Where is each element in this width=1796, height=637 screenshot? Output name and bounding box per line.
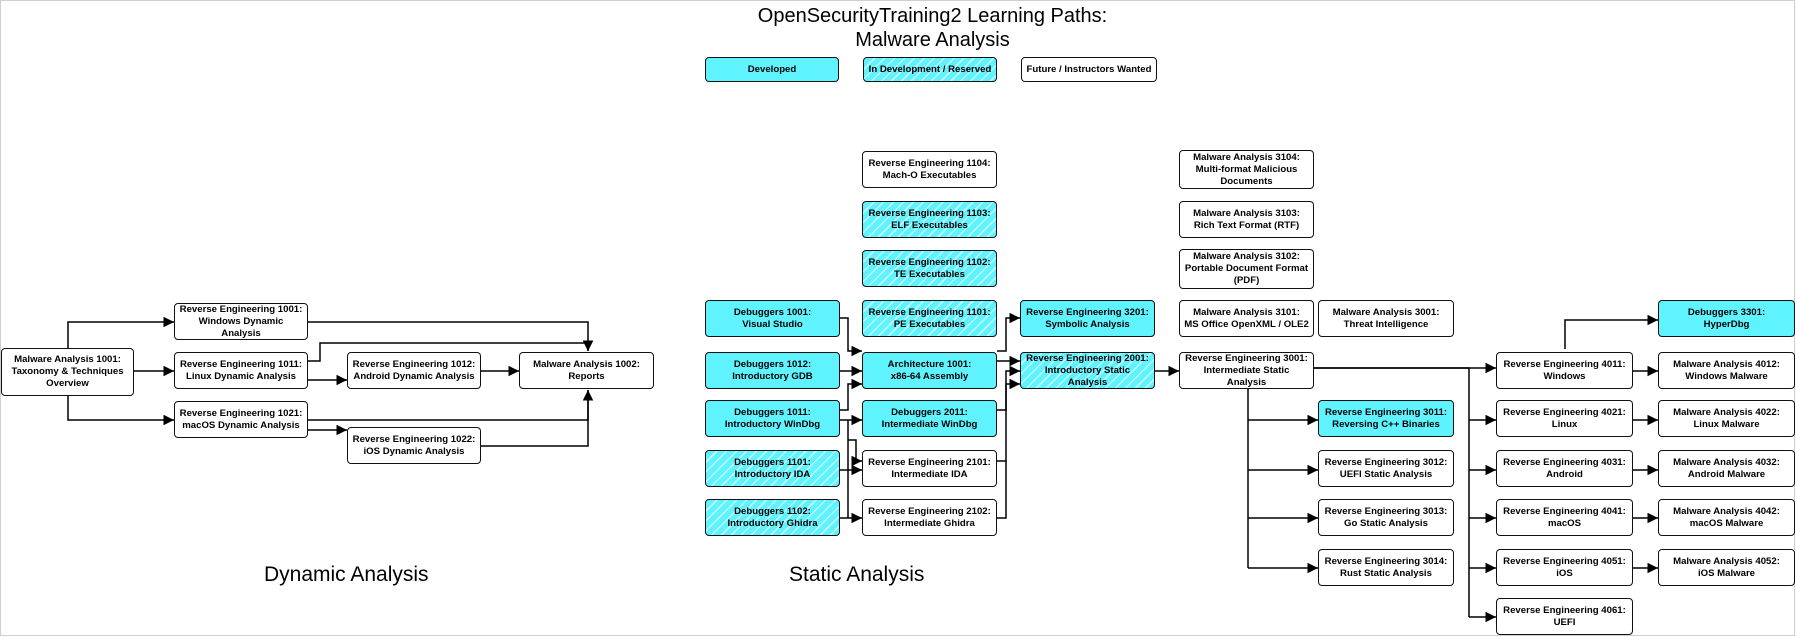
course-re2101[interactable]: Reverse Engineering 2101:Intermediate ID… [862,450,997,487]
legend-future: Future / Instructors Wanted [1021,57,1157,82]
connector-ma1001-re1021 [67,389,174,426]
connector-re2102-re2001 [997,461,1007,519]
course-ma4022[interactable]: Malware Analysis 4022:Linux Malware [1658,400,1795,437]
connector-arch1001-re3201 [997,312,1020,352]
course-re1103[interactable]: Reverse Engineering 1103:ELF Executables [862,201,997,238]
course-re2001[interactable]: Reverse Engineering 2001:Introductory St… [1020,352,1155,389]
course-dbg1101[interactable]: Debuggers 1101:Introductory IDA [705,450,840,487]
course-ma4012[interactable]: Malware Analysis 4012:Windows Malware [1658,352,1795,389]
course-re4031[interactable]: Reverse Engineering 4031:Android [1496,450,1633,487]
course-dbg1102[interactable]: Debuggers 1102:Introductory Ghidra [705,499,840,536]
connector-dbg1001-arch1001 [840,317,862,357]
course-dbg1011[interactable]: Debuggers 1011:Introductory WinDbg [705,400,840,437]
course-re4041[interactable]: Reverse Engineering 4041:macOS [1496,499,1633,536]
connector-re2101-re2001 [997,378,1020,462]
course-re1011[interactable]: Reverse Engineering 1011:Linux Dynamic A… [174,352,308,389]
course-re4011[interactable]: Reverse Engineering 4011:Windows [1496,352,1633,389]
course-re1022[interactable]: Reverse Engineering 1022:iOS Dynamic Ana… [347,427,481,464]
title-line-2: Malware Analysis [855,29,1010,51]
course-re1021[interactable]: Reverse Engineering 1021:macOS Dynamic A… [174,401,308,438]
section-label-dynamic: Dynamic Analysis [264,563,429,586]
legend-developed: Developed [705,57,839,82]
course-ma4032[interactable]: Malware Analysis 4032:Android Malware [1658,450,1795,487]
connector-re1011-ma1002 [308,340,594,362]
course-re3012[interactable]: Reverse Engineering 3012:UEFI Static Ana… [1318,450,1454,487]
course-re4051[interactable]: Reverse Engineering 4051:iOS [1496,549,1633,586]
course-arch1001[interactable]: Architecture 1001:x86-64 Assembly [862,352,997,389]
course-re4061[interactable]: Reverse Engineering 4061:UEFI [1496,598,1633,635]
course-re3013[interactable]: Reverse Engineering 3013:Go Static Analy… [1318,499,1454,536]
course-ma1002[interactable]: Malware Analysis 1002:Reports [519,352,654,389]
course-re3011[interactable]: Reverse Engineering 3011:Reversing C++ B… [1318,400,1454,437]
connector-re1022-ma1002 [481,390,589,447]
course-re1012[interactable]: Reverse Engineering 1012:Android Dynamic… [347,352,481,389]
course-dbg1012[interactable]: Debuggers 1012:Introductory GDB [705,352,840,389]
course-re3001[interactable]: Reverse Engineering 3001:Intermediate St… [1179,352,1314,389]
course-dbg3301[interactable]: Debuggers 3301:HyperDbg [1658,300,1795,337]
legend-in-development: In Development / Reserved [863,57,997,82]
connector-re1001-ma1002 [308,321,594,351]
course-ma1001[interactable]: Malware Analysis 1001:Taxonomy & Techniq… [1,348,134,396]
course-ma4042[interactable]: Malware Analysis 4042:macOS Malware [1658,499,1795,536]
title-line-1: OpenSecurityTraining2 Learning Paths: [757,5,1108,27]
course-ma4052[interactable]: Malware Analysis 4052:iOS Malware [1658,549,1795,586]
connector-re1021-ma1002 [308,390,594,421]
connector-dbg2011-re2001 [997,365,1020,411]
course-re2102[interactable]: Reverse Engineering 2102:Intermediate Gh… [862,499,997,536]
course-ma3102[interactable]: Malware Analysis 3102:Portable Document … [1179,249,1314,289]
connector-dbg1011-arch1001 [840,378,862,411]
course-re3014[interactable]: Reverse Engineering 3014:Rust Static Ana… [1318,549,1454,586]
course-ma3104[interactable]: Malware Analysis 3104:Multi-format Malic… [1179,150,1314,189]
course-re1104[interactable]: Reverse Engineering 1104:Mach-O Executab… [862,151,997,188]
course-ma3103[interactable]: Malware Analysis 3103:Rich Text Format (… [1179,201,1314,238]
course-re1102[interactable]: Reverse Engineering 1102:TE Executables [862,250,997,287]
connector-ma1001-re1001 [67,316,174,348]
connector-bus-col2-b [848,439,862,467]
course-dbg2011[interactable]: Debuggers 2011:Intermediate WinDbg [862,400,997,437]
diagram-title: OpenSecurityTraining2 Learning Paths: Ma… [600,4,1265,52]
course-re4021[interactable]: Reverse Engineering 4021:Linux [1496,400,1633,437]
connector-re4011-dbg3301 [1564,314,1658,349]
course-re3201[interactable]: Reverse Engineering 3201:Symbolic Analys… [1020,300,1155,337]
course-re1001[interactable]: Reverse Engineering 1001:Windows Dynamic… [174,303,308,340]
connector-re3001-bus2 [1314,367,1470,617]
course-dbg1001[interactable]: Debuggers 1001:Visual Studio [705,300,840,337]
course-re1101[interactable]: Reverse Engineering 1101:PE Executables [862,300,997,337]
course-ma3001[interactable]: Malware Analysis 3001:Threat Intelligenc… [1318,300,1454,337]
course-ma3101[interactable]: Malware Analysis 3101:MS Office OpenXML … [1179,300,1314,337]
section-label-static: Static Analysis [789,563,925,586]
